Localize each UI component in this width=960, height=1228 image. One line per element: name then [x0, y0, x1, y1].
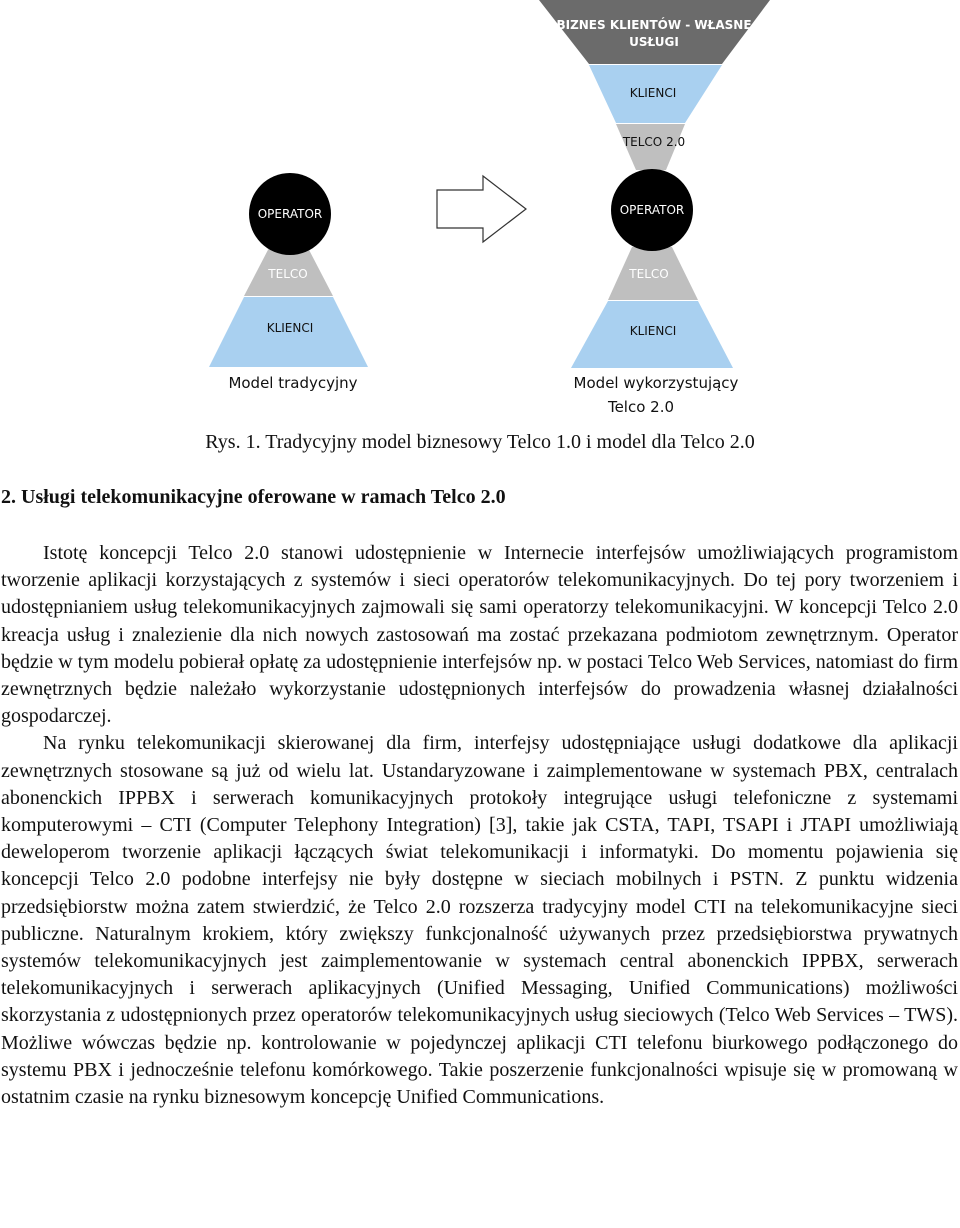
right-operator-circle	[611, 169, 693, 251]
left-clients-segment	[209, 297, 368, 367]
section-heading: 2. Usługi telekomunikacyjne oferowane w …	[1, 486, 506, 508]
right-business-label-line1: BIZNES KLIENTÓW - WŁASNE	[556, 17, 751, 32]
right-model-caption-line2: Telco 2.0	[607, 398, 674, 416]
telco20-model-diagram: BIZNES KLIENTÓW - WŁASNE USŁUGI KLIENCI …	[539, 0, 770, 416]
left-operator-label: OPERATOR	[258, 207, 323, 221]
telco-models-figure: OPERATOR TELCO KLIENCI Model tradycyjny …	[209, 0, 770, 416]
right-telco20-segment	[616, 124, 685, 170]
figure-caption: Rys. 1. Tradycyjny model biznesowy Telco…	[205, 431, 755, 453]
left-telco-segment	[244, 246, 333, 296]
right-clients-bottom-label: KLIENCI	[630, 324, 677, 338]
transition-arrow-icon	[436, 174, 527, 244]
left-operator-circle	[249, 173, 331, 255]
right-business-label-line2: USŁUGI	[629, 35, 679, 49]
paragraph: Istotę koncepcji Telco 2.0 stanowi udost…	[1, 542, 958, 728]
right-operator-label: OPERATOR	[620, 203, 685, 217]
right-clients-top-label: KLIENCI	[630, 86, 677, 100]
traditional-model-diagram: OPERATOR TELCO KLIENCI Model tradycyjny	[209, 173, 368, 392]
left-model-caption: Model tradycyjny	[228, 374, 357, 392]
paragraph: Na rynku telekomunikacji skierowanej dla…	[1, 732, 958, 1109]
right-business-segment	[539, 0, 770, 64]
left-clients-label: KLIENCI	[267, 321, 314, 335]
right-telco-segment	[608, 247, 698, 300]
right-model-caption-line1: Model wykorzystujący	[574, 374, 739, 392]
right-telco-label: TELCO	[628, 267, 668, 281]
right-clients-top-segment	[589, 65, 722, 123]
right-clients-bottom-segment	[571, 301, 733, 368]
left-telco-label: TELCO	[267, 267, 307, 281]
body-text: Istotę koncepcji Telco 2.0 stanowi udost…	[1, 540, 958, 1111]
right-telco20-label: TELCO 2.0	[622, 135, 685, 149]
